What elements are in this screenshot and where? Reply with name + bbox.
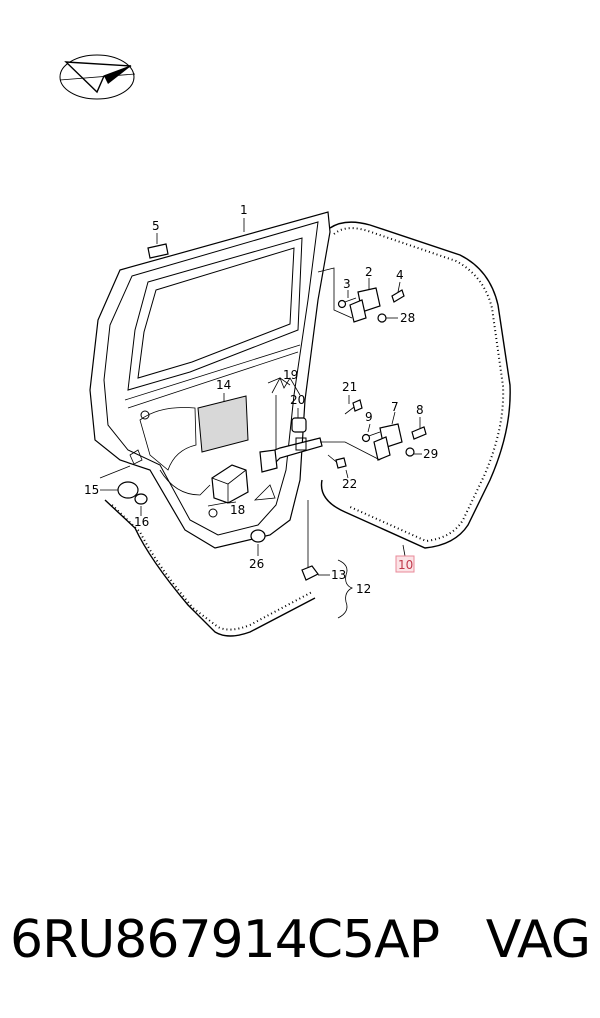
insulation-pad-14 bbox=[197, 395, 249, 453]
callout-2: 2 bbox=[365, 265, 373, 279]
hinge-2 bbox=[349, 287, 387, 323]
screw-21 bbox=[344, 399, 363, 415]
part-18 bbox=[211, 464, 249, 504]
callout-1: 1 bbox=[240, 203, 248, 217]
part-number-bar: 6RU867914C5AP VAG bbox=[10, 905, 591, 975]
callout-3: 3 bbox=[343, 277, 351, 291]
callout-7: 7 bbox=[391, 400, 399, 414]
door-seal-10 bbox=[320, 221, 511, 549]
callout-21: 21 bbox=[342, 380, 357, 394]
plug-26 bbox=[250, 529, 266, 543]
seal-12 bbox=[104, 499, 316, 637]
screw-22 bbox=[327, 454, 347, 469]
grommet-16 bbox=[134, 493, 148, 505]
callout-10-highlight[interactable]: 10 bbox=[395, 555, 415, 573]
bolt-4 bbox=[391, 289, 405, 303]
brand-label: VAG bbox=[485, 910, 591, 970]
callout-15: 15 bbox=[84, 483, 99, 497]
callout-19: 19 bbox=[283, 368, 298, 382]
screw-3 bbox=[337, 297, 357, 309]
callout-26: 26 bbox=[249, 557, 264, 571]
hinge-7 bbox=[373, 423, 415, 461]
callout-5: 5 bbox=[152, 219, 160, 233]
clip-13 bbox=[301, 560, 319, 581]
callout-13: 13 bbox=[331, 568, 346, 582]
callout-18: 18 bbox=[230, 503, 245, 517]
part-20 bbox=[291, 417, 307, 433]
leader-lines bbox=[99, 218, 422, 619]
door-check-19 bbox=[259, 437, 323, 473]
callout-22: 22 bbox=[342, 477, 357, 491]
callout-8: 8 bbox=[416, 403, 424, 417]
screw-9 bbox=[361, 431, 381, 443]
callout-20: 20 bbox=[290, 393, 305, 407]
callout-12: 12 bbox=[356, 582, 371, 596]
callout-16: 16 bbox=[134, 515, 149, 529]
callout-14: 14 bbox=[216, 378, 231, 392]
callout-9: 9 bbox=[365, 410, 373, 424]
paper-plane-logo-icon bbox=[59, 54, 136, 100]
callout-28: 28 bbox=[400, 311, 415, 325]
grommet-15 bbox=[117, 481, 139, 499]
label-5 bbox=[147, 243, 169, 259]
bolt-8 bbox=[411, 426, 427, 440]
callout-29: 29 bbox=[423, 447, 438, 461]
callout-10[interactable]: 10 bbox=[398, 558, 413, 572]
callout-4: 4 bbox=[396, 268, 404, 282]
part-number: 6RU867914C5AP bbox=[10, 910, 440, 970]
